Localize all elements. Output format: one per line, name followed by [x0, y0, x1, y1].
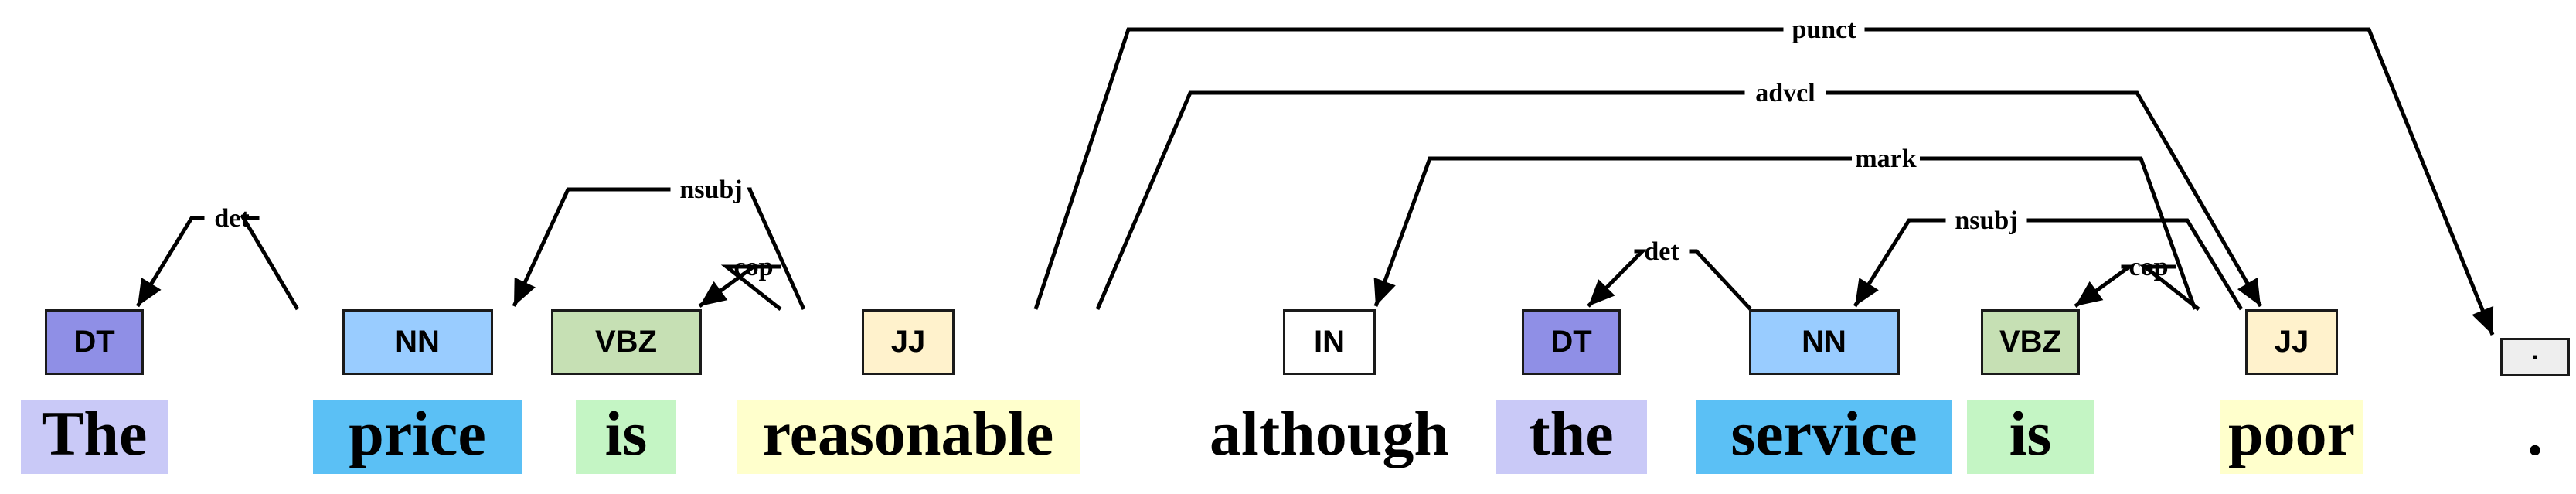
- arrowhead-icon: [699, 281, 728, 306]
- word-highlight: [1696, 400, 1952, 474]
- arrowhead-icon: [514, 277, 536, 306]
- pos-tag-box: DT: [1522, 309, 1621, 375]
- arc-label: cop: [734, 253, 774, 281]
- arc-line: [1373, 156, 1852, 307]
- token-word: price: [349, 398, 486, 468]
- word-highlight: [21, 400, 168, 474]
- arc-line: [240, 216, 300, 311]
- arrowhead-icon: [1855, 278, 1879, 306]
- word-highlight: [2220, 400, 2363, 474]
- arc-label: det: [214, 204, 250, 233]
- token-word: is: [604, 398, 648, 468]
- arrowhead-icon: [2472, 305, 2494, 335]
- arc-line: [1853, 218, 1946, 308]
- token-word: although: [1210, 398, 1449, 468]
- token-word: .: [2527, 398, 2544, 468]
- arc-line: [1095, 90, 1745, 310]
- word-highlight: [736, 400, 1080, 474]
- pos-tag-box: NN: [342, 309, 493, 375]
- arc-label: punct: [1792, 15, 1856, 44]
- pos-tag-box: NN: [1748, 309, 1900, 375]
- pos-tag-box: VBZ: [550, 309, 702, 375]
- word-highlight: [1496, 400, 1647, 474]
- arrowhead-icon: [1588, 279, 1615, 306]
- arc-line: [512, 187, 671, 308]
- arc-line: [1826, 90, 2263, 308]
- arc-line: [747, 187, 806, 311]
- arrowhead-icon: [1373, 277, 1396, 306]
- arc-line: [2026, 218, 2244, 311]
- token-word: reasonable: [762, 398, 1054, 468]
- arc-line: [1033, 27, 1784, 310]
- arc-label: cop: [2129, 253, 2169, 281]
- arc-label: advcl: [1755, 79, 1815, 107]
- word-highlight: [313, 400, 522, 474]
- arc-line: [1920, 156, 2197, 310]
- token-word: The: [41, 398, 148, 468]
- arrowhead-icon: [2237, 278, 2261, 306]
- arc-line: [135, 216, 205, 308]
- pos-tag-box: .: [2500, 338, 2570, 376]
- token-word: service: [1730, 398, 1918, 468]
- token-word: poor: [2228, 398, 2355, 468]
- arrowhead-icon: [2075, 281, 2104, 306]
- arrowhead-icon: [138, 278, 162, 306]
- arc-line: [2139, 264, 2200, 311]
- pos-tag-box: JJ: [862, 309, 955, 375]
- arc-label: mark: [1855, 145, 1916, 173]
- word-highlight: [576, 400, 676, 474]
- token-word: is: [2009, 398, 2052, 468]
- arc-label: det: [1644, 237, 1679, 266]
- arc-label: nsubj: [679, 175, 742, 204]
- word-highlight: [1966, 400, 2094, 474]
- pos-tag-box: VBZ: [1981, 309, 2080, 375]
- pos-tag-box: JJ: [2245, 309, 2338, 375]
- pos-tag-box: IN: [1283, 309, 1376, 375]
- token-word: the: [1529, 398, 1614, 468]
- pos-tag-box: DT: [45, 309, 144, 375]
- arc-label: nsubj: [1955, 206, 2017, 235]
- arc-line: [1689, 249, 1752, 311]
- arc-line: [1864, 27, 2495, 336]
